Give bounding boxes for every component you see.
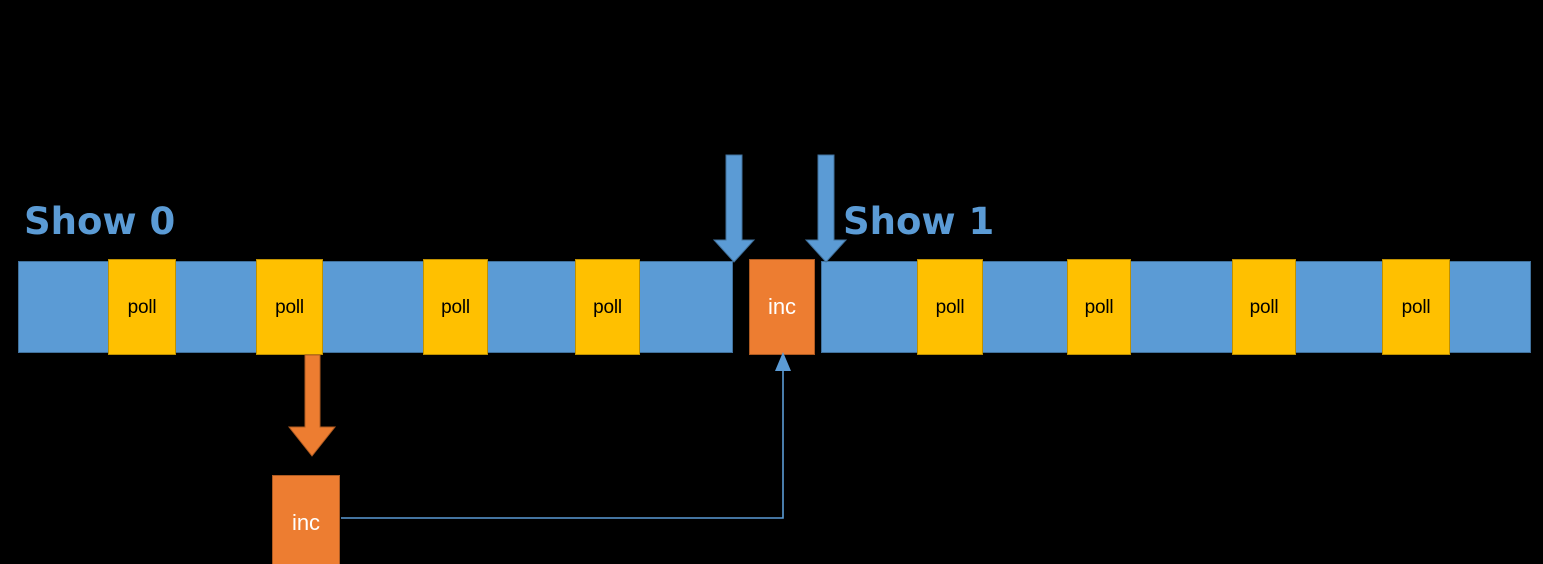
- inc-return-connector-icon: [341, 352, 791, 519]
- poll-label: poll: [593, 296, 622, 318]
- poll-label: poll: [1249, 296, 1279, 318]
- poll-to-inc-arrow-icon: [287, 354, 337, 457]
- inc-label: inc: [767, 294, 797, 319]
- timeline-left-poll-2[interactable]: poll: [256, 259, 323, 355]
- poll-label: poll: [441, 296, 470, 318]
- deferred-inc-block[interactable]: inc: [272, 475, 340, 564]
- show-0-boundary-arrow-icon: [712, 154, 756, 263]
- timeline-left-poll-3[interactable]: poll: [423, 259, 488, 355]
- inc-label: inc: [291, 509, 321, 535]
- timeline-right-poll-2[interactable]: poll: [1067, 259, 1131, 355]
- show-1-boundary-arrow-icon: [804, 154, 848, 263]
- poll-label: poll: [935, 296, 965, 318]
- poll-label: poll: [1401, 296, 1431, 318]
- timeline-right-poll-3[interactable]: poll: [1232, 259, 1296, 355]
- show-0-label: Show 0: [24, 200, 176, 243]
- poll-label: poll: [1084, 296, 1114, 318]
- inline-inc-block[interactable]: inc: [749, 259, 815, 355]
- timeline-right-poll-4[interactable]: poll: [1382, 259, 1450, 355]
- timeline-left-poll-4[interactable]: poll: [575, 259, 640, 355]
- poll-label: poll: [275, 296, 304, 318]
- show-1-label: Show 1: [843, 200, 995, 243]
- poll-label: poll: [127, 296, 157, 318]
- timeline-left-poll-1[interactable]: poll: [108, 259, 176, 355]
- timeline-right-poll-1[interactable]: poll: [917, 259, 983, 355]
